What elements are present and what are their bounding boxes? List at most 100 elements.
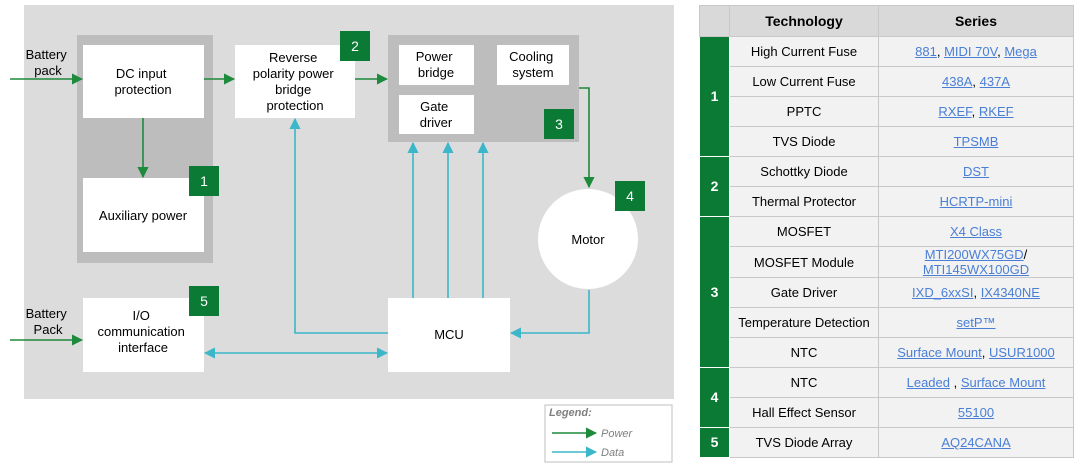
- group-number-2: 2: [699, 156, 730, 217]
- technology-cell: MOSFET: [729, 216, 879, 247]
- gate-driver-label: Gate driver: [420, 99, 453, 130]
- technology-cell: TVS Diode: [729, 126, 879, 157]
- badge-3-label: 3: [555, 116, 563, 132]
- series-separator: ,: [971, 104, 979, 119]
- table-row: TVS Diode TPSMB: [700, 126, 1074, 157]
- battery-pack-bottom-label: Battery Pack: [26, 306, 71, 337]
- series-link[interactable]: IXD_6xxSI: [912, 285, 974, 300]
- series-cell: DST: [878, 156, 1074, 187]
- series-cell: RXEF, RKEF: [878, 96, 1074, 127]
- battery-pack-top-label: Battery pack: [26, 47, 71, 78]
- series-link[interactable]: 437A: [979, 74, 1010, 89]
- gate-driver-box: [399, 95, 474, 134]
- table-row: Temperature Detection setP™: [700, 307, 1074, 338]
- series-link[interactable]: X4 Class: [949, 224, 1003, 239]
- series-cell: X4 Class: [878, 216, 1074, 247]
- series-cell: Leaded , Surface Mount: [878, 367, 1074, 398]
- table-header-row: Technology Series: [699, 5, 1074, 37]
- technology-cell: Low Current Fuse: [729, 66, 879, 97]
- mcu-box: [388, 298, 510, 372]
- technology-cell: MOSFET Module: [729, 246, 879, 278]
- series-separator: ,: [973, 285, 981, 300]
- dc-input-protection-box: [83, 45, 204, 118]
- badge-1-label: 1: [200, 173, 208, 189]
- series-separator: ,: [997, 44, 1005, 59]
- mcu-label: MCU: [434, 327, 464, 342]
- motor-label: Motor: [571, 232, 605, 247]
- badge-1: [189, 166, 219, 196]
- series-link[interactable]: MTI200WX75GD: [924, 247, 1024, 262]
- cooling-system-label: Cooling system: [509, 49, 557, 80]
- series-link[interactable]: TPSMB: [953, 134, 999, 149]
- series-link[interactable]: AQ24CANA: [941, 435, 1011, 450]
- technology-cell: Thermal Protector: [729, 186, 879, 217]
- technology-cell: NTC: [729, 367, 879, 398]
- series-link[interactable]: MTI145WX100GD: [922, 262, 1030, 277]
- legend-data-label: Data: [601, 447, 624, 459]
- series-cell: TPSMB: [878, 126, 1074, 157]
- dc-input-protection-label: DC input protection: [114, 66, 171, 97]
- technology-cell: High Current Fuse: [729, 36, 879, 67]
- motor-circle: [538, 189, 638, 289]
- series-link[interactable]: 438A: [942, 74, 973, 89]
- series-link[interactable]: Surface Mount: [960, 375, 1046, 390]
- power-bridge-box: [399, 45, 474, 85]
- group-number-3: 3: [699, 216, 730, 368]
- badge-4-label: 4: [626, 188, 634, 204]
- series-link[interactable]: RKEF: [978, 104, 1014, 119]
- series-cell: setP™: [878, 307, 1074, 338]
- series-cell: 881, MIDI 70V, Mega: [878, 36, 1074, 67]
- series-separator: ,: [936, 44, 945, 59]
- series-cell: HCRTP-mini: [878, 186, 1074, 217]
- legend-power-label: Power: [601, 428, 634, 440]
- technology-cell: TVS Diode Array: [729, 427, 879, 458]
- series-link[interactable]: 881: [915, 44, 937, 59]
- badge-4: [615, 181, 645, 211]
- series-cell: 438A, 437A: [878, 66, 1074, 97]
- group-number-4: 4: [699, 367, 730, 428]
- series-link[interactable]: MIDI 70V: [944, 44, 998, 59]
- series-link[interactable]: Mega: [1004, 44, 1037, 59]
- series-link[interactable]: HCRTP-mini: [939, 194, 1013, 209]
- io-interface-box: [83, 298, 204, 372]
- series-link[interactable]: Surface Mount: [897, 345, 982, 360]
- series-separator: ,: [981, 345, 989, 360]
- group-number-5: 5: [699, 427, 730, 458]
- reverse-polarity-box: [235, 45, 355, 118]
- cooling-system-box: [497, 45, 569, 85]
- header-series: Series: [878, 5, 1074, 37]
- technology-cell: Temperature Detection: [729, 307, 879, 338]
- data-arrow-mcu-to-reverse: [289, 117, 388, 334]
- series-separator: ,: [972, 74, 980, 89]
- header-blank: [699, 5, 730, 37]
- data-arrow-motor-to-mcu: [509, 290, 590, 339]
- badge-5-label: 5: [200, 293, 208, 309]
- auxiliary-power-label: Auxiliary power: [99, 208, 188, 223]
- block-diagram: DC input protection Auxiliary power Reve…: [10, 5, 674, 463]
- io-interface-label: I/O communication interface: [97, 308, 188, 355]
- series-link[interactable]: USUR1000: [989, 345, 1055, 360]
- technology-cell: PPTC: [729, 96, 879, 127]
- series-link[interactable]: 55100: [957, 405, 995, 420]
- technology-cell: Schottky Diode: [729, 156, 879, 187]
- power-arrow-bridge-to-motor: [579, 87, 595, 189]
- badge-2-label: 2: [351, 38, 359, 54]
- series-cell: MTI200WX75GD/MTI145WX100GD: [878, 246, 1074, 278]
- series-cell: 55100: [878, 397, 1074, 428]
- series-link[interactable]: DST: [963, 164, 989, 179]
- series-link[interactable]: Leaded: [906, 375, 950, 390]
- series-link[interactable]: RXEF: [938, 104, 972, 119]
- series-link[interactable]: IX4340NE: [980, 285, 1040, 300]
- series-link[interactable]: setP™: [956, 315, 996, 330]
